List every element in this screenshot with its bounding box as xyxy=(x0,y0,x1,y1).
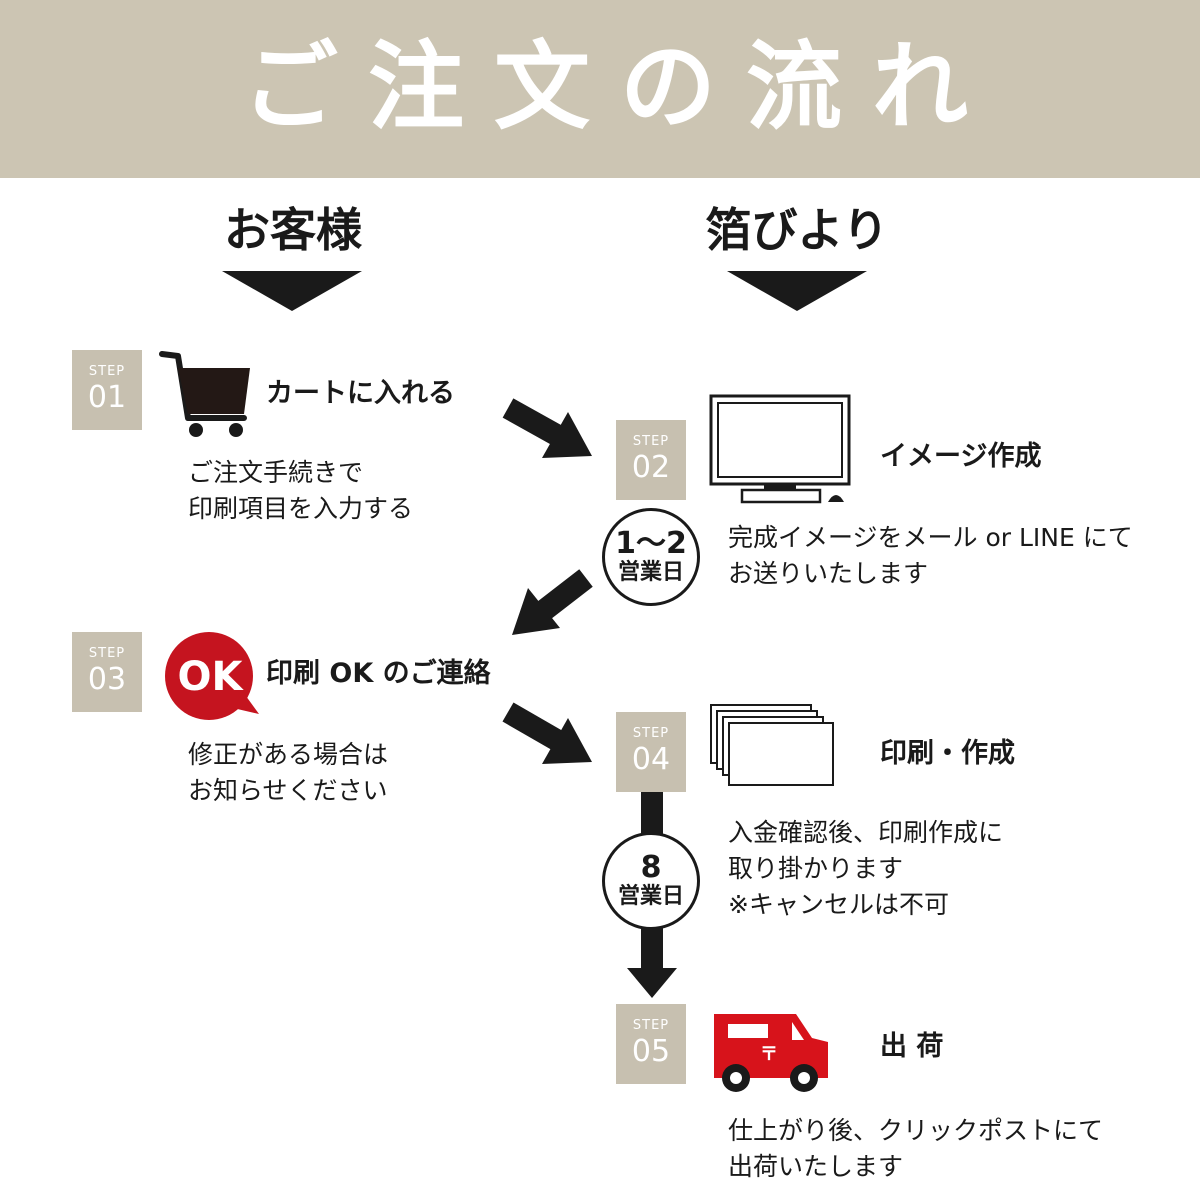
step-04-description: 入金確認後、印刷作成に 取り掛かります ※キャンセルは不可 xyxy=(728,815,1003,923)
step-03-description: 修正がある場合は お知らせください xyxy=(188,737,388,809)
duration-value: 1～2 xyxy=(615,526,687,561)
page-title: ご注文の流れ xyxy=(242,31,998,143)
cart-icon xyxy=(159,351,250,437)
column-arrows xyxy=(222,271,867,311)
step-number: 03 xyxy=(87,662,127,697)
step-05-badge: STEP 05 xyxy=(616,1004,686,1084)
step-number: 01 xyxy=(87,380,127,415)
step-05-title: 出 荷 xyxy=(880,1031,944,1062)
step-02-description: 完成イメージをメール or LINE にて お送りいたします xyxy=(728,520,1133,592)
step-label: STEP xyxy=(632,434,670,449)
description-line: 入金確認後、印刷作成に xyxy=(728,818,1004,847)
step-03-badge: STEP 03 xyxy=(72,632,142,712)
step-number: 05 xyxy=(631,1034,671,1069)
description-line: お知らせください xyxy=(188,776,388,805)
step-label: STEP xyxy=(632,726,670,741)
arrow-step1-to-step2-icon xyxy=(502,398,592,458)
description-line: 印刷項目を入力する xyxy=(188,494,414,523)
description-line: 仕上がり後、クリックポストにて xyxy=(728,1116,1104,1145)
duration-circle-1: 1～2 営業日 xyxy=(602,508,700,606)
step-05-description: 仕上がり後、クリックポストにて 出荷いたします xyxy=(728,1113,1103,1185)
step-02-badge: STEP 02 xyxy=(616,420,686,500)
step-number: 02 xyxy=(631,450,671,485)
duration-value: 8 xyxy=(640,850,662,885)
step-03-title: 印刷 OK のご連絡 xyxy=(266,658,491,689)
step-number: 04 xyxy=(631,742,671,777)
step-01-title: カートに入れる xyxy=(266,378,455,409)
cards-stack-icon xyxy=(710,704,834,786)
postal-mark: 〒 xyxy=(760,1044,778,1065)
customer-down-triangle-icon xyxy=(222,271,362,311)
delivery-truck-icon: 〒 xyxy=(708,1008,834,1094)
description-line: 修正がある場合は xyxy=(188,740,389,769)
step-02-title: イメージ作成 xyxy=(880,441,1042,472)
step-04-title: 印刷・作成 xyxy=(880,738,1015,769)
column-title-customer: お客様 xyxy=(224,203,362,257)
description-line: お送りいたします xyxy=(728,559,929,588)
duration-unit: 営業日 xyxy=(617,560,684,585)
step-01-badge: STEP 01 xyxy=(72,350,142,430)
arrow-step2-to-step3-icon xyxy=(512,569,593,635)
shop-down-triangle-icon xyxy=(727,271,867,311)
ok-bubble-icon: OK xyxy=(163,630,259,724)
description-line: 完成イメージをメール or LINE にて xyxy=(728,523,1133,552)
description-line: 取り掛かります xyxy=(728,854,904,883)
column-title-shop: 箔びより xyxy=(705,203,889,257)
description-line: 出荷いたします xyxy=(728,1152,904,1181)
step-label: STEP xyxy=(88,364,126,379)
description-line: ※キャンセルは不可 xyxy=(728,890,949,919)
monitor-icon xyxy=(709,394,851,504)
duration-unit: 営業日 xyxy=(617,884,684,909)
arrow-step3-to-step4-icon xyxy=(502,702,592,764)
step-label: STEP xyxy=(632,1018,670,1033)
step-01-description: ご注文手続きで 印刷項目を入力する xyxy=(188,455,413,527)
step-04-badge: STEP 04 xyxy=(616,712,686,792)
duration-circle-2: 8 営業日 xyxy=(602,832,700,930)
header-banner xyxy=(0,0,1200,178)
ok-label: OK xyxy=(177,654,243,700)
step-label: STEP xyxy=(88,646,126,661)
description-line: ご注文手続きで xyxy=(188,458,364,487)
